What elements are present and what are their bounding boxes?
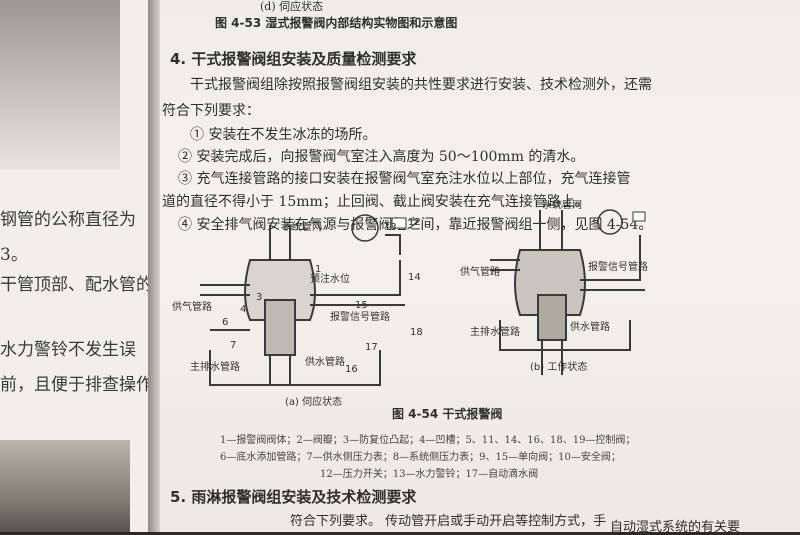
num-a-13: 13: [384, 222, 397, 233]
diagram-b: [490, 210, 645, 375]
left-photo-bottom: [0, 440, 130, 532]
num-a-7: 7: [230, 340, 236, 351]
num-a-15: 15: [355, 300, 368, 311]
left-page: 钢管的公称直径为 3。 干管顶部、配水管的 水力警铃不发生误 前，且便于排查操作…: [0, 0, 170, 532]
figure-legend-1: 1—报警阀阀体；2—阀瓣；3—防复位凸起；4—凹槽；5、11、14、16、18、…: [220, 435, 636, 446]
water-motor-alarm-bell-a: [351, 214, 379, 242]
requirement-3a: ③ 充气连接管路的接口安装在报警阀气室充注水位以上部位，充气连接管: [178, 171, 631, 187]
label-a-water-supply: 供水管路: [305, 355, 345, 368]
figure-legend-3: 12—压力开关；13—水力警铃；17—自动滴水阀: [320, 469, 539, 480]
section-5-line-1: 符合下列要求。 传动管开启或手动开启等控制方式，手: [290, 514, 607, 529]
num-a-17: 17: [365, 342, 378, 353]
left-text-3: 干管顶部、配水管的: [0, 275, 153, 295]
label-a-prefill: 预注水位: [310, 272, 350, 285]
left-photo-top: [0, 0, 120, 170]
left-text-4: 水力警铃不发生误: [0, 340, 136, 360]
left-text-5: 前，且便于排查操作，: [0, 375, 170, 395]
label-b-water-supply: 供水管路: [570, 320, 610, 333]
label-a-drain: 主排水管路: [190, 360, 240, 373]
caption-a: (a) 伺应状态: [285, 395, 342, 408]
diagram-a: [200, 225, 405, 386]
figure-legend-2: 6—底水添加管路；7—供水侧压力表；8—系统侧压力表；9、15—单向阀；10—安…: [220, 452, 621, 463]
num-a-12: 12: [408, 217, 421, 228]
figure-4-53-caption: 图 4-53 湿式报警阀内部结构实物图和示意图: [215, 16, 458, 30]
label-a-gas-supply: 供气管路: [172, 300, 212, 313]
water-motor-alarm-bell-b: [597, 209, 623, 235]
label-b-gas-supply: 供气管路: [460, 265, 500, 278]
pressure-switch-b: [632, 211, 646, 222]
requirement-4: ④ 安全排气阀安装在气源与报警阀组之间，靠近报警阀组一侧，见图 4-54。: [178, 217, 653, 233]
label-b-drain: 主排水管路: [470, 325, 520, 338]
requirement-3b: 道的直径不得小于 15mm；止回阀、截止阀安装在充气连接管路上。: [162, 194, 589, 210]
num-a-6: 6: [222, 317, 228, 328]
label-b-alarm-signal: 报警信号管路: [588, 260, 648, 273]
num-a-14: 14: [408, 272, 421, 283]
requirement-2: ② 安装完成后，向报警阀气室注入高度为 50～100mm 的清水。: [178, 149, 585, 165]
dry-alarm-valve-diagram: 系统管网 供气管路 主排水管路 供水管路 预注水位 报警信号管路 1 3 4 6…: [172, 200, 648, 408]
pressure-switch-a: [391, 217, 407, 229]
left-text-2: 3。: [0, 245, 28, 265]
section-5-line-2: 自动湿式系统的有关要: [610, 520, 741, 535]
num-a-18: 18: [410, 327, 423, 338]
section-4-intro-1: 干式报警阀组除按照报警阀组安装的共性要求进行安装、技术检测外，还需: [190, 77, 652, 93]
requirement-1: ① 安装在不发生冰冻的场所。: [190, 127, 377, 143]
num-a-3: 3: [256, 292, 262, 303]
figure-4-54-caption: 图 4-54 干式报警阀: [392, 407, 503, 421]
sub-caption-d: (d) 伺应状态: [260, 0, 324, 13]
label-b-system-pipe: 系统管网: [542, 200, 582, 211]
label-a-system-pipe: 系统管网: [282, 220, 322, 233]
label-a-alarm-signal: 报警信号管路: [330, 310, 390, 323]
num-a-1: 1: [315, 264, 321, 275]
left-text-1: 钢管的公称直径为: [0, 210, 136, 230]
caption-b: (b) 工作状态: [530, 360, 587, 373]
section-5-heading: 5. 雨淋报警阀组安装及技术检测要求: [170, 488, 417, 506]
num-a-16: 16: [345, 364, 358, 375]
num-a-4: 4: [240, 304, 246, 315]
section-4-heading: 4. 干式报警阀组安装及质量检测要求: [170, 50, 417, 68]
section-4-intro-2: 符合下列要求：: [162, 103, 260, 119]
